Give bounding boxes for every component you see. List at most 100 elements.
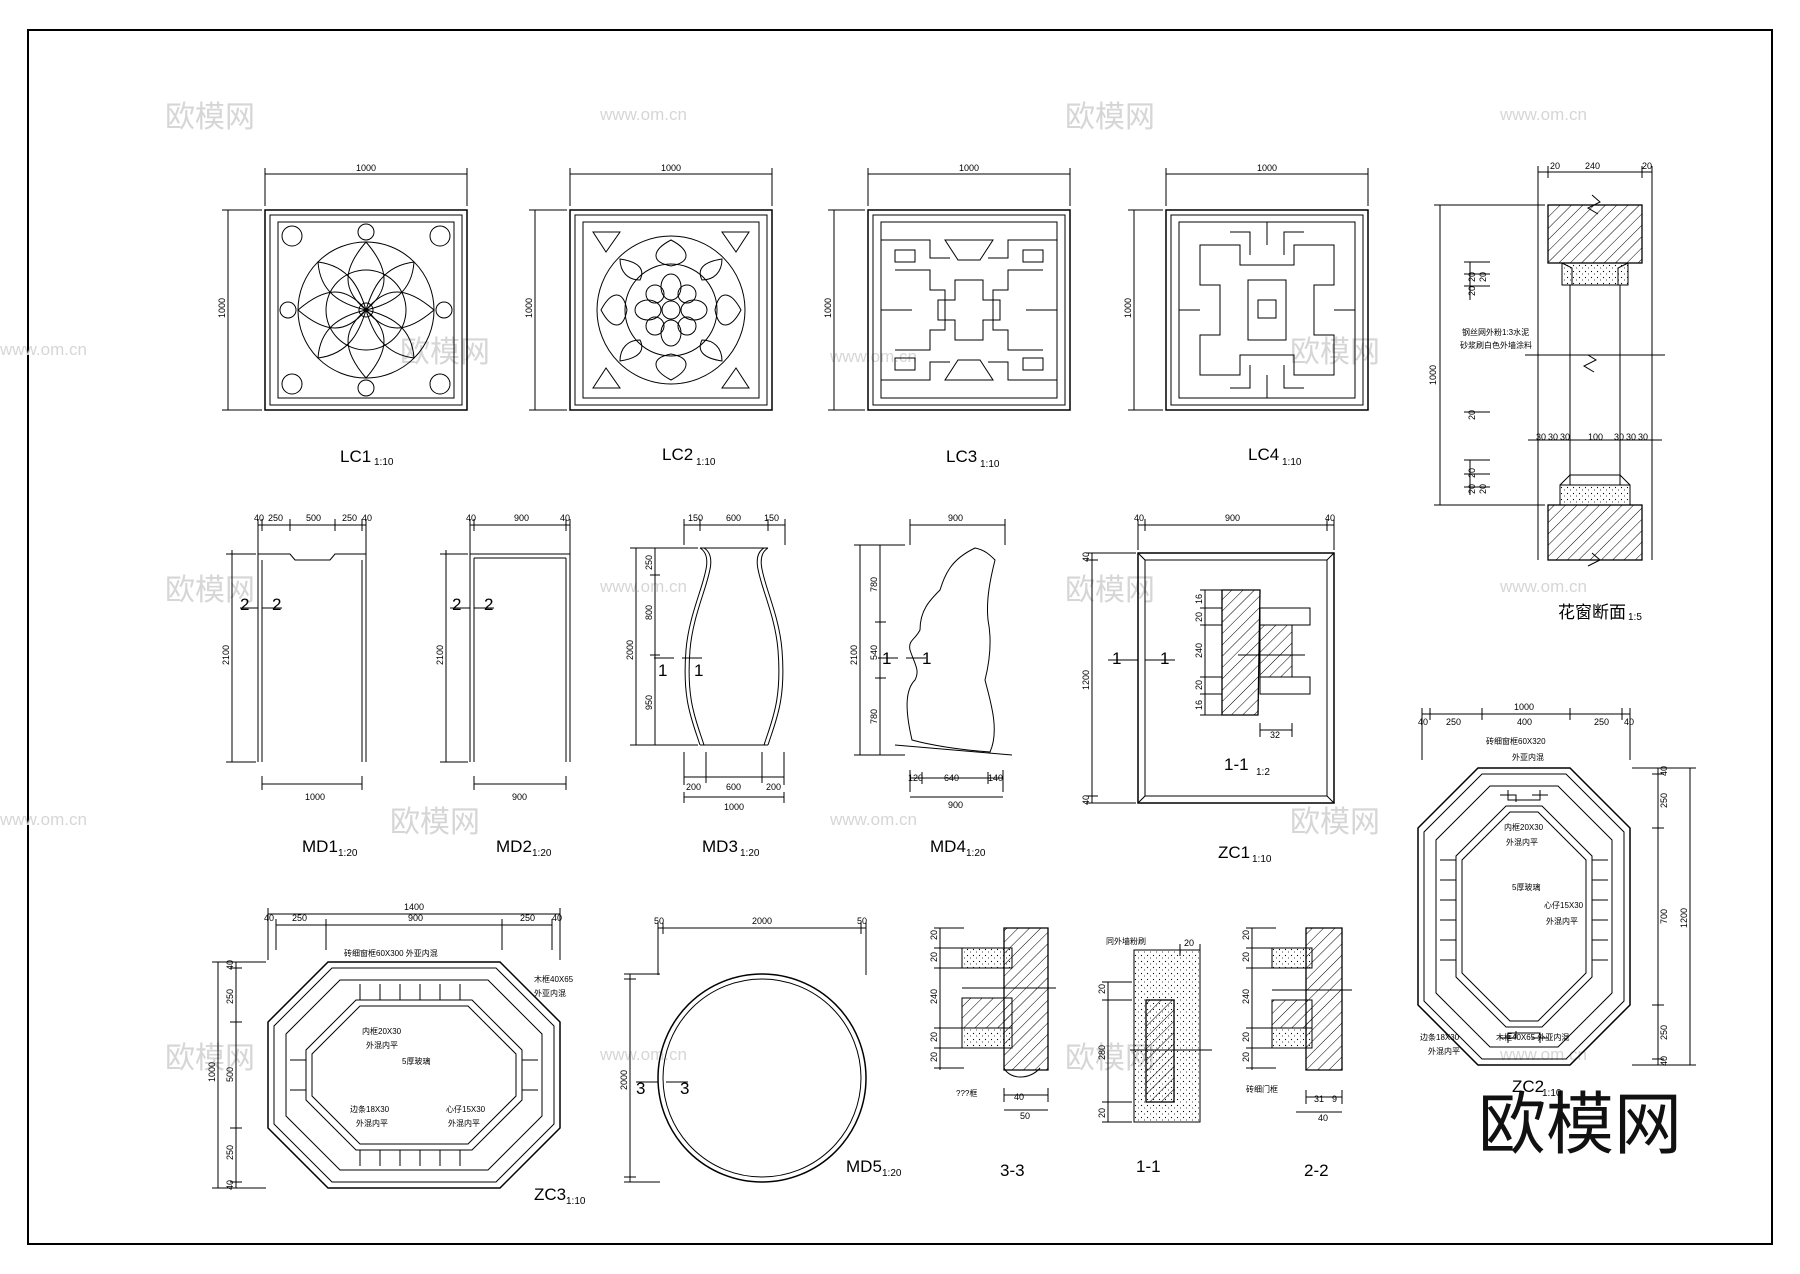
section-title: 花窗断面 [1558, 603, 1626, 622]
zc1-detail-scale: 1:2 [1256, 767, 1270, 778]
zc3-top-dim: 40 [552, 913, 562, 923]
zc2-lattice-ticks [1440, 859, 1608, 961]
panel-lc4 [1128, 168, 1369, 411]
md1-top-dim: 250 [268, 513, 283, 523]
panel-lc1 [222, 168, 468, 411]
zc1-detail-dim: 20 [1194, 612, 1204, 622]
md4-bottom-total: 900 [948, 800, 963, 810]
zc3-note: 边条18X30 [350, 1104, 390, 1114]
d11-note: 同外墙粉刷 [1106, 936, 1146, 946]
section-mid-dim: 30 [1560, 432, 1570, 442]
section-top-dim: 20 [1642, 161, 1652, 171]
zc3-note: 外混内平 [366, 1040, 398, 1050]
sheet-border [27, 29, 1773, 1245]
zc1-scale: 1:10 [1252, 854, 1272, 865]
md5-height-dim: 2000 [619, 1070, 629, 1090]
md5-scale: 1:20 [882, 1168, 902, 1179]
zc1-top-dim: 900 [1225, 513, 1240, 523]
watermark-url: www.om.cn [0, 340, 87, 359]
d11-dim: 280 [1097, 1045, 1107, 1060]
zc2-right-total: 1200 [1679, 908, 1689, 928]
md3-label: MD3 [702, 837, 738, 856]
zc3-total-dim: 1400 [404, 902, 424, 912]
watermark-brand: 欧模网 [1065, 573, 1155, 608]
zc3-note: 5厚玻璃 [402, 1056, 430, 1066]
zc1-detail-dim: 16 [1194, 594, 1204, 604]
section-small-dim: 20 [1478, 272, 1488, 282]
door-md3 [630, 519, 786, 803]
md3-h-dim: 250 [644, 555, 654, 570]
zc3-left-dim: 250 [225, 989, 235, 1004]
md3-h-dim: 800 [644, 605, 654, 620]
zc2-note: 边条18X30 [1420, 1032, 1460, 1042]
zc1-detail-dim: 20 [1194, 680, 1204, 690]
d33-bottom-dim: 50 [1020, 1111, 1030, 1121]
d22-note: 砖细门框 [1246, 1084, 1278, 1094]
section-small-dim: 20 [1478, 484, 1488, 494]
zc2-right-dim: 250 [1659, 1025, 1669, 1040]
zc2-note: 外混内平 [1506, 837, 1538, 847]
watermark-brand: 欧模网 [1290, 805, 1380, 840]
zc3-left-dim: 250 [225, 1145, 235, 1160]
md2-section-mark: 2 [484, 595, 493, 614]
zc1-top-dim: 40 [1134, 513, 1144, 523]
md2-section-mark: 2 [452, 595, 461, 614]
d22-dim: 20 [1241, 1032, 1251, 1042]
md2-scale: 1:20 [532, 848, 552, 859]
section-mid-dim: 30 [1614, 432, 1624, 442]
window-zc2 [1417, 708, 1696, 1066]
lc1-label: LC1 [340, 447, 371, 466]
d11-dim: 20 [1097, 1108, 1107, 1118]
panel-lc2 [529, 168, 773, 411]
lc3-width-dim: 1000 [959, 163, 979, 173]
d11-dim: 20 [1097, 984, 1107, 994]
md4-total-dim: 2100 [849, 645, 859, 665]
d22-dim: 20 [1241, 952, 1251, 962]
zc1-detail-dim: 16 [1194, 700, 1204, 710]
watermark-brand: 欧模网 [165, 1041, 255, 1076]
zc3-scale: 1:10 [566, 1196, 586, 1207]
d11-label: 1-1 [1136, 1157, 1161, 1176]
md3-bottom-dim: 200 [686, 782, 701, 792]
d33-dim: 240 [929, 989, 939, 1004]
zc3-top-dim: 250 [292, 913, 307, 923]
md2-top-dim: 40 [466, 513, 476, 523]
zc2-note: 心仔15X30 [1544, 900, 1584, 910]
md3-h-dim: 950 [644, 695, 654, 710]
watermark-brand: 欧模网 [165, 573, 255, 608]
lc3-height-dim: 1000 [823, 298, 833, 318]
watermark-brand: 欧模网 [1290, 335, 1380, 370]
watermark-brand: 欧模网 [400, 335, 490, 370]
watermark-brand: 欧模网 [165, 100, 255, 135]
d33-note: ???框 [956, 1088, 977, 1098]
zc3-left-dim: 500 [225, 1067, 235, 1082]
zc2-note: 外混内平 [1428, 1046, 1460, 1056]
d33-bottom-dim: 40 [1014, 1092, 1024, 1102]
zc2-note: 砖细窗框60X320 [1486, 736, 1546, 746]
d22-bottom-dim: 40 [1318, 1113, 1328, 1123]
lc1-height-dim: 1000 [217, 298, 227, 318]
watermark-url: www.om.cn [599, 577, 687, 596]
section-note-2: 砂浆刷白色外墙涂料 [1460, 340, 1532, 350]
door-md2 [440, 519, 571, 790]
zc3-note: 外混内平 [448, 1118, 480, 1128]
watermark-url: www.om.cn [1499, 577, 1587, 596]
d33-dim: 20 [929, 1032, 939, 1042]
section-small-dim: 20 [1467, 484, 1477, 494]
watermark-url: www.om.cn [1499, 105, 1587, 124]
detail-3-3 [934, 927, 1056, 1111]
d22-dim: 20 [1241, 1052, 1251, 1062]
zc3-note: 内框20X30 [362, 1026, 402, 1036]
section-small-dim: 20 [1467, 468, 1477, 478]
md1-bottom-dim: 1000 [305, 792, 325, 802]
md3-top-dim: 600 [726, 513, 741, 523]
zc2-note: 5厚玻璃 [1512, 882, 1540, 892]
zc2-top-dim: 40 [1418, 717, 1428, 727]
watermarks: 欧模网 www.om.cn 欧模网 www.om.cn 欧模网 www.om.c… [0, 100, 1682, 1165]
zc3-left-total: 1000 [207, 1062, 217, 1082]
zc3-top-dim: 900 [408, 913, 423, 923]
md5-label: MD5 [846, 1157, 882, 1176]
watermark-url: www.om.cn [0, 810, 87, 829]
door-md4 [854, 519, 1013, 798]
md2-label: MD2 [496, 837, 532, 856]
